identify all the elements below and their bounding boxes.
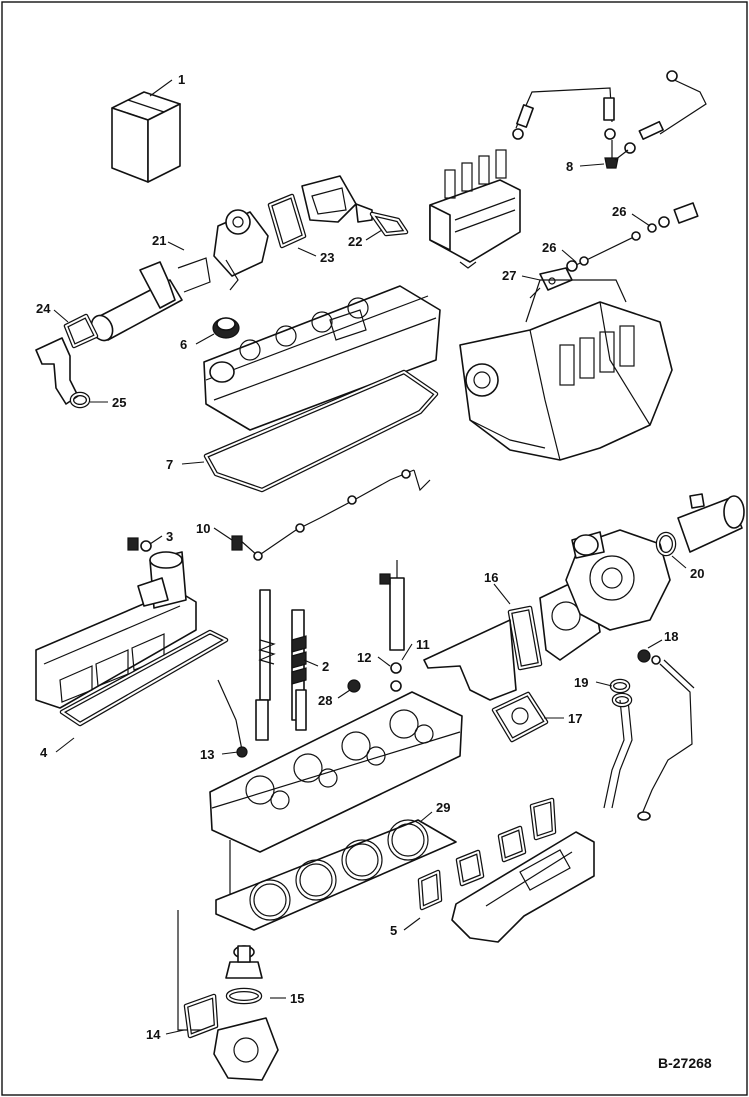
callout-10: 10 — [196, 521, 233, 541]
callout-22: 22 — [348, 229, 383, 249]
callout-28: 28 — [318, 689, 351, 708]
svg-text:25: 25 — [112, 395, 126, 410]
callout-12: 12 — [357, 650, 391, 667]
svg-text:14: 14 — [146, 1027, 161, 1042]
part-18-19-oil-lines — [603, 649, 695, 821]
fuel-injection-pump — [429, 149, 521, 269]
svg-text:24: 24 — [36, 301, 51, 316]
callout-16: 16 — [484, 570, 511, 605]
svg-text:29: 29 — [436, 800, 450, 815]
svg-text:28: 28 — [318, 693, 332, 708]
part-26-nozzle-seals — [566, 202, 699, 272]
part-10-leakoff-line — [231, 469, 431, 561]
part-4-intake-manifold — [35, 551, 229, 727]
svg-text:7: 7 — [166, 457, 173, 472]
callout-6: 6 — [180, 333, 215, 352]
svg-text:21: 21 — [152, 233, 166, 248]
callout-15: 15 — [270, 991, 304, 1006]
part-14-15-thermostat — [177, 910, 279, 1081]
svg-text:10: 10 — [196, 521, 210, 536]
gear-case-housing — [459, 279, 673, 461]
part-24-25-elbow — [35, 313, 99, 409]
callout-17: 17 — [544, 711, 582, 726]
callout-13: 13 — [200, 747, 239, 762]
svg-text:1: 1 — [178, 72, 185, 87]
callout-29: 29 — [419, 800, 450, 823]
callout-3: 3 — [149, 529, 173, 545]
svg-text:2: 2 — [322, 659, 329, 674]
injector-and-valves — [217, 560, 405, 758]
svg-text:19: 19 — [574, 675, 588, 690]
part-1-kit-box — [111, 91, 181, 183]
callout-21: 21 — [152, 233, 185, 251]
svg-text:26: 26 — [612, 204, 626, 219]
part-29-head-gasket — [215, 819, 457, 931]
callouts: 1 2 3 4 5 6 7 8 — [36, 72, 704, 1042]
callout-8: 8 — [566, 159, 605, 174]
svg-text:8: 8 — [566, 159, 573, 174]
part-22-egr-cooler — [301, 175, 409, 237]
svg-text:20: 20 — [690, 566, 704, 581]
part-3-bolt — [127, 537, 152, 552]
callout-4: 4 — [40, 737, 75, 760]
callout-14: 14 — [146, 1027, 185, 1042]
diagram-reference-number: B-27268 — [658, 1055, 712, 1071]
svg-text:23: 23 — [320, 250, 334, 265]
callout-5: 5 — [390, 917, 421, 938]
svg-text:15: 15 — [290, 991, 304, 1006]
callout-27: 27 — [502, 268, 541, 283]
svg-text:11: 11 — [416, 637, 430, 652]
svg-text:18: 18 — [664, 629, 678, 644]
callout-1: 1 — [149, 72, 185, 97]
callout-25: 25 — [90, 395, 126, 410]
svg-text:6: 6 — [180, 337, 187, 352]
part-27-bracket — [529, 267, 573, 299]
part-23-gasket — [267, 193, 307, 249]
callout-26-upper: 26 — [612, 204, 651, 227]
svg-text:26: 26 — [542, 240, 556, 255]
callout-7: 7 — [166, 457, 205, 472]
svg-text:17: 17 — [568, 711, 582, 726]
part-21-egr-pipe — [90, 257, 211, 342]
svg-text:22: 22 — [348, 234, 362, 249]
svg-text:4: 4 — [40, 745, 48, 760]
svg-text:3: 3 — [166, 529, 173, 544]
callout-23: 23 — [297, 247, 334, 265]
svg-text:5: 5 — [390, 923, 397, 938]
egr-valve — [213, 209, 269, 291]
callout-19: 19 — [574, 675, 613, 690]
callout-2: 2 — [303, 659, 329, 674]
rocker-cover — [203, 285, 441, 431]
part-20-outlet-elbow — [655, 493, 745, 557]
part-7-cover-gasket — [203, 369, 439, 493]
callout-18: 18 — [647, 629, 678, 649]
callout-24: 24 — [36, 301, 69, 323]
svg-text:16: 16 — [484, 570, 498, 585]
part-6-oil-cap — [212, 317, 240, 339]
callout-20: 20 — [671, 555, 704, 581]
cylinder-head — [209, 691, 463, 900]
svg-text:13: 13 — [200, 747, 214, 762]
callout-11: 11 — [401, 637, 430, 661]
part-8-fuel-line — [512, 70, 707, 169]
callout-26-lower: 26 — [542, 240, 577, 263]
svg-text:27: 27 — [502, 268, 516, 283]
part-5-exhaust-manifold — [417, 797, 595, 943]
svg-text:12: 12 — [357, 650, 371, 665]
turbocharger — [565, 529, 671, 631]
